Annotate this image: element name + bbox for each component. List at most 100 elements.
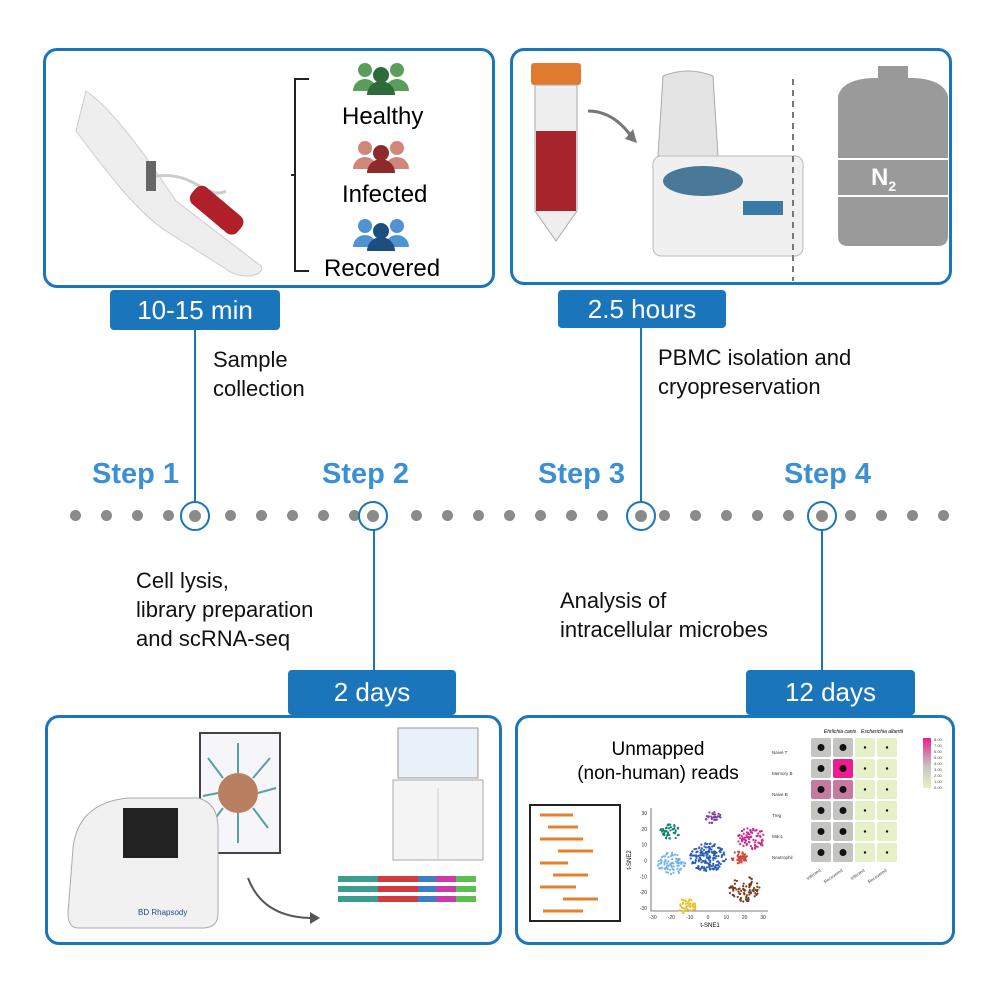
group-bracket — [291, 78, 309, 272]
timeline-dot — [256, 510, 267, 521]
tsne-point — [712, 856, 715, 860]
pbmc-isolation-panel: N2 — [510, 48, 952, 285]
tsne-point — [731, 893, 734, 897]
tube-centrifuge-tank-illustration — [531, 63, 948, 281]
tsne-point — [728, 891, 732, 895]
tsne-point — [685, 907, 688, 910]
tsne-point — [707, 858, 710, 861]
tsne-point — [720, 848, 724, 851]
read-bar — [338, 896, 476, 902]
tsne-point — [674, 830, 677, 833]
tsne-point — [678, 858, 681, 861]
tsne-point — [744, 856, 747, 859]
tsne-point — [712, 864, 715, 867]
tsne-point — [733, 882, 737, 885]
rhapsody-sequencer-illustration — [67, 727, 484, 929]
tsne-point — [749, 891, 752, 895]
tsne-point — [714, 857, 717, 860]
tsne-point — [692, 854, 695, 857]
tsne-point — [713, 810, 716, 814]
step-marker — [180, 501, 210, 531]
tsne-point — [756, 885, 759, 888]
tsne-point — [683, 864, 686, 867]
heatmap-dot — [885, 788, 889, 791]
tsne-point — [664, 859, 667, 862]
tsne-point — [705, 866, 709, 869]
row-label: Neutrophil — [772, 855, 793, 860]
tsne-point — [742, 885, 745, 888]
connector-line — [640, 328, 642, 501]
tsne-point — [694, 858, 697, 862]
tsne-point — [673, 825, 676, 828]
heatmap-dot — [839, 786, 847, 793]
legend-tick-label: 5.00 — [934, 755, 943, 760]
step-marker — [358, 501, 388, 531]
tsne-point — [664, 867, 667, 870]
read-segment — [456, 886, 476, 892]
tsne-point — [676, 867, 679, 871]
tsne-point — [690, 899, 693, 902]
tsne-point — [678, 909, 681, 912]
tsne-point — [669, 829, 672, 832]
tsne-point — [662, 829, 665, 832]
tsne-point — [697, 847, 701, 850]
tsne-point — [681, 901, 685, 904]
tsne-point — [737, 840, 740, 843]
timeline-dot — [752, 510, 763, 521]
timeline-dot — [721, 510, 732, 521]
tsne-point — [703, 845, 706, 848]
x-tick-label: -20 — [668, 915, 675, 921]
heatmap-dot — [839, 807, 847, 814]
tsne-point — [752, 838, 755, 841]
tsne-point — [745, 898, 748, 901]
tsne-point — [713, 818, 716, 822]
tsne-point — [710, 815, 713, 818]
step-marker — [626, 501, 656, 531]
tsne-point — [667, 860, 670, 863]
tsne-point — [733, 895, 736, 898]
tsne-point — [700, 867, 703, 870]
tsne-point — [713, 865, 716, 869]
tsne-point — [735, 888, 738, 891]
instrument-label: BD Rhapsody — [138, 908, 188, 917]
tsne-point — [676, 853, 679, 857]
tsne-point — [740, 857, 744, 860]
title-line: (non-human) reads — [577, 763, 739, 784]
tsne-point — [757, 841, 760, 844]
read-segment — [456, 876, 476, 882]
tsne-point — [742, 832, 745, 835]
tsne-point — [752, 890, 755, 893]
tsne-point — [704, 818, 708, 821]
tsne-point — [691, 850, 694, 853]
tsne-point — [689, 904, 692, 907]
tsne-point — [737, 855, 740, 859]
desc-line: PBMC isolation and — [658, 345, 852, 370]
tsne-point — [672, 868, 675, 871]
tsne-point — [731, 887, 735, 891]
read-segment — [418, 876, 436, 882]
tsne-point — [686, 902, 689, 905]
tsne-point — [747, 898, 750, 901]
tsne-point — [705, 869, 708, 873]
tsne-point — [758, 830, 762, 833]
tsne-point — [680, 898, 684, 901]
tsne-point — [733, 886, 737, 890]
tsne-point — [704, 859, 707, 862]
tsne-point — [688, 898, 691, 901]
tsne-point — [740, 838, 744, 841]
tsne-point — [751, 847, 754, 851]
tsne-point — [737, 853, 740, 856]
read-segment — [338, 896, 378, 902]
tsne-point — [745, 894, 749, 897]
tsne-point — [739, 837, 742, 840]
tsne-point — [712, 858, 715, 861]
tsne-point — [737, 859, 741, 862]
n2-text: N — [871, 164, 889, 191]
tsne-point — [670, 854, 673, 858]
tsne-point — [712, 850, 716, 853]
tsne-point — [663, 855, 667, 858]
tsne-point — [711, 821, 714, 824]
legend-tick-label: 3.00 — [934, 767, 943, 772]
